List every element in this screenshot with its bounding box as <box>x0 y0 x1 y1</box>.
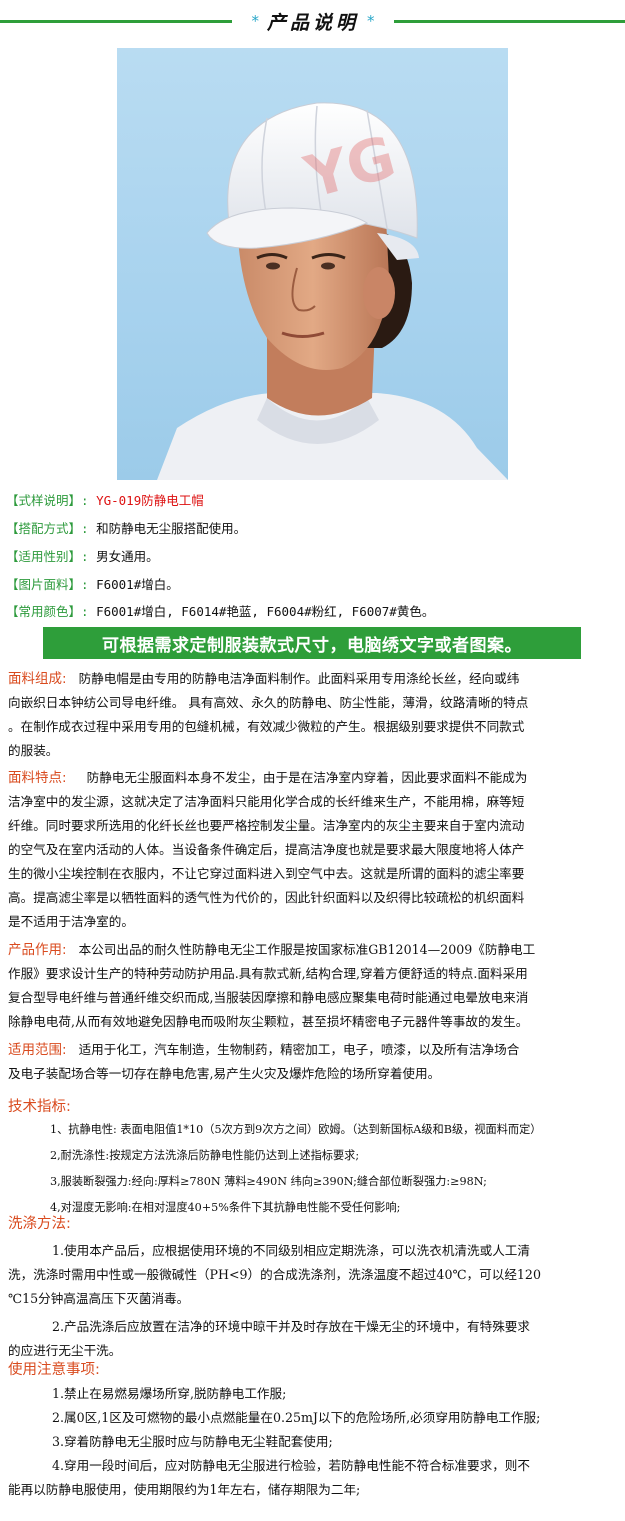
paragraph-line: 洁净室中的发尘源，这就决定了洁净面料只能用化学合成的长纤维来生产，不能用棉，麻等… <box>8 794 525 809</box>
section-heading: 面料特点: <box>8 770 67 786</box>
paragraph-line: 除静电电荷,从而有效地避免因静电而吸附灰尘颗粒，甚至损坏精密电子元器件等事故的发… <box>8 1014 529 1029</box>
paragraph-line: 1.禁止在易燃易爆场所穿,脱防静电工作服; <box>52 1386 287 1401</box>
paragraph-line: 的服装。 <box>8 743 59 758</box>
washing-instructions: 1.使用本产品后，应根据使用环境的不同级别相应定期洗涤，可以洗衣机清洗或人工清 … <box>8 1239 618 1363</box>
model-wearing-cap-illustration: YG <box>157 102 508 480</box>
paragraph-line: 4.穿用一段时间后，应对防静电无尘服进行检验，若防静电性能不符合标准要求，则不 <box>52 1458 530 1473</box>
paragraph-line: 防静电帽是由专用的防静电洁净面料制作。此面料采用专用涤纶长丝，经向或纬 <box>78 671 520 686</box>
star-icon: * <box>367 12 375 30</box>
section-heading: 面料组成: <box>8 671 67 687</box>
paragraph-line: 的应进行无尘干洗。 <box>8 1343 122 1358</box>
star-icon: * <box>251 12 259 30</box>
spec-value: YG-019防静电工帽 <box>96 493 204 508</box>
paragraph-line: 1.使用本产品后，应根据使用环境的不同级别相应定期洗涤，可以洗衣机清洗或人工清 <box>52 1243 530 1258</box>
tech-spec-list: 1、抗静电性: 表面电阻值1*10（5次方到9次方之间）欧姆。（达到新国标A级和… <box>50 1117 620 1221</box>
page-title: 产品说明 <box>266 11 359 34</box>
spec-row-style: 【式样说明】: YG-019防静电工帽 <box>6 490 616 509</box>
paragraph-line: 本公司出品的耐久性防静电无尘工作服是按国家标准GB12014—2009《防静电工 <box>78 942 536 957</box>
product-photo: YG <box>117 48 508 480</box>
spec-key: 【搭配方式】: <box>6 521 89 536</box>
section-heading: 适用范围: <box>8 1042 67 1058</box>
paragraph-line: 3.穿着防静电无尘服时应与防静电无尘鞋配套使用; <box>52 1434 333 1449</box>
paragraph-line: 能再以防静电服使用，使用期限约为1年左右，储存期限为二年; <box>8 1482 361 1497</box>
section-heading: 产品作用: <box>8 942 67 958</box>
paragraph-line: 生的微小尘埃控制在衣服内，不让它穿过面料进入到空气中去。这就是所谓的面料的滤尘率… <box>8 866 525 881</box>
custom-order-banner: 可根据需求定制服装款式尺寸，电脑绣文字或者图案。 <box>43 627 581 659</box>
spec-value: F6001#增白。 <box>96 577 179 592</box>
paragraph-line: 防静电无尘服面料本身不发尘，由于是在洁净室内穿着，因此要求面料不能成为 <box>86 770 528 785</box>
spec-row-fabric: 【图片面料】: F6001#增白。 <box>6 574 616 593</box>
spec-key: 【式样说明】: <box>6 493 89 508</box>
spec-row-pairing: 【搭配方式】: 和防静电无尘服搭配使用。 <box>6 518 616 537</box>
spec-key: 【图片面料】: <box>6 577 89 592</box>
paragraph-line: 及电子装配场合等一切存在静电危害,易产生火灾及爆炸危险的场所穿着使用。 <box>8 1066 441 1081</box>
paragraph-line: 复合型导电纤维与普通纤维交织而成,当服装因摩擦和静电感应聚集电荷时能通过电晕放电… <box>8 990 529 1005</box>
paragraph-line: 适用于化工，汽车制造，生物制药，精密加工，电子，喷漆，以及所有洁净场合 <box>78 1042 520 1057</box>
spec-row-gender: 【适用性别】: 男女通用。 <box>6 546 616 565</box>
paragraph-line: 是不适用于洁净室的。 <box>8 914 134 929</box>
section-heading: 技术指标: <box>8 1099 71 1115</box>
paragraph-line: 2.属0区,1区及可燃物的最小点燃能量在0.25mJ以下的危险场所,必须穿用防静… <box>52 1410 541 1425</box>
fabric-features: 面料特点: 防静电无尘服面料本身不发尘，由于是在洁净室内穿着，因此要求面料不能成… <box>8 766 618 934</box>
spec-row-colors: 【常用颜色】: F6001#增白, F6014#艳蓝, F6004#粉红, F6… <box>6 601 616 620</box>
paragraph-line: ℃15分钟高温高压下灭菌消毒。 <box>8 1291 190 1306</box>
paragraph-line: 的空气及在室内活动的人体。当设备条件确定后，提高洁净度也就是要求最大限度地将人体… <box>8 842 525 857</box>
spec-value: F6001#增白, F6014#艳蓝, F6004#粉红, F6007#黄色。 <box>96 604 435 619</box>
fabric-composition: 面料组成: 防静电帽是由专用的防静电洁净面料制作。此面料采用专用涤纶长丝，经向或… <box>8 667 618 763</box>
application-scope: 适用范围: 适用于化工，汽车制造，生物制药，精密加工，电子，喷漆，以及所有洁净场… <box>8 1038 618 1086</box>
spec-key: 【适用性别】: <box>6 549 89 564</box>
tech-spec-item: 1、抗静电性: 表面电阻值1*10（5次方到9次方之间）欧姆。（达到新国标A级和… <box>50 1123 542 1136</box>
section-heading: 使用注意事项: <box>8 1362 100 1378</box>
paragraph-line: 作服》要求设计生产的特种劳动防护用品.具有款式新,结构合理,穿着方便舒适的特点.… <box>8 966 528 981</box>
spec-key: 【常用颜色】: <box>6 604 89 619</box>
paragraph-line: 高。提高滤尘率是以牺牲面料的透气性为代价的，因此针织面料以及织得比较疏松的机织面… <box>8 890 525 905</box>
spec-value: 男女通用。 <box>96 549 159 564</box>
paragraph-line: 向嵌织日本钟纺公司导电纤维。 具有高效、永久的防静电、防尘性能，薄滑，纹路清晰的… <box>8 695 529 710</box>
section-heading: 洗涤方法: <box>8 1216 71 1232</box>
spec-value: 和防静电无尘服搭配使用。 <box>96 521 247 536</box>
tech-spec-item: 2,耐洗涤性:按规定方法洗涤后防静电性能仍达到上述指标要求; <box>50 1149 360 1162</box>
paragraph-line: 洗，洗涤时需用中性或一般微碱性（PH<9）的合成洗涤剂，洗涤温度不超过40℃，可… <box>8 1267 541 1282</box>
usage-notes: 1.禁止在易燃易爆场所穿,脱防静电工作服; 2.属0区,1区及可燃物的最小点燃能… <box>8 1382 618 1502</box>
paragraph-line: 2.产品洗涤后应放置在洁净的环境中晾干并及时存放在干燥无尘的环境中，有特殊要求 <box>52 1319 530 1334</box>
paragraph-line: 纤维。同时要求所选用的化纤长丝也要严格控制发尘量。洁净室内的灰尘主要来自于室内流… <box>8 818 525 833</box>
product-function: 产品作用: 本公司出品的耐久性防静电无尘工作服是按国家标准GB12014—200… <box>8 938 618 1034</box>
header-title-wrap: * 产品说明 * <box>232 4 394 38</box>
paragraph-line: 。在制作成衣过程中采用专用的包缝机械，有效减少微粒的产生。根据级别要求提供不同款… <box>8 719 525 734</box>
tech-spec-item: 3,服装断裂强力:经向:厚料≥780N 薄料≥490N 纬向≥390N;缝合部位… <box>50 1175 487 1188</box>
tech-spec-item: 4,对湿度无影响:在相对湿度40+5%条件下其抗静电性能不受任何影响; <box>50 1201 401 1214</box>
section-header: * 产品说明 * <box>0 0 625 44</box>
